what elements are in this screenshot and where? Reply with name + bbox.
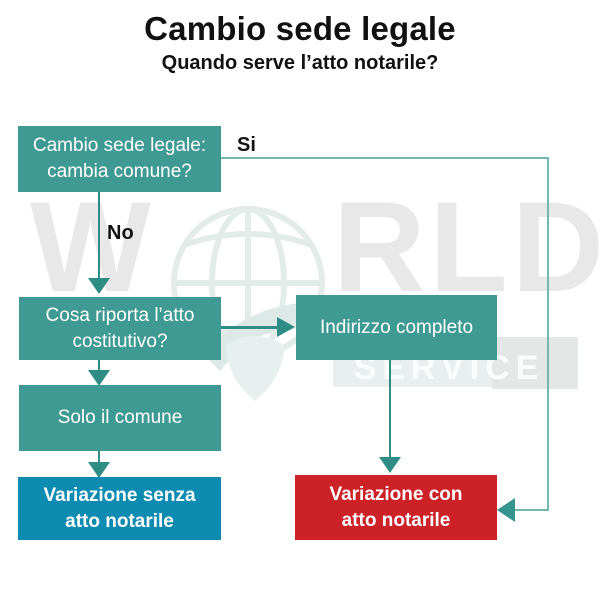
arrow-left-icon <box>497 498 515 522</box>
page-subtitle: Quando serve l’atto notarile? <box>161 52 439 74</box>
flowchart-node-atto-costitutivo: Cosa riporta l’atto costitutivo? <box>19 297 221 360</box>
arrow-down-icon <box>88 278 110 294</box>
edge-si-top-line <box>221 157 549 159</box>
arrow-right-icon <box>277 317 295 337</box>
edge-label-no: No <box>107 222 134 244</box>
edge-indirizzo-con-line <box>389 360 391 457</box>
watermark-ce-block <box>492 337 578 389</box>
flowchart-node-solo-comune: Solo il comune <box>19 385 221 451</box>
edge-atto-indirizzo-line <box>221 326 278 329</box>
edge-label-si: Si <box>237 134 256 156</box>
flowchart-node-indirizzo-completo: Indirizzo completo <box>296 295 497 360</box>
edge-no-line <box>98 192 100 278</box>
flowchart-node-variazione-senza: Variazione senza atto notarile <box>18 477 221 540</box>
page-title: Cambio sede legale <box>144 10 456 47</box>
arrow-down-icon <box>88 370 110 386</box>
edge-si-right-line <box>547 157 549 511</box>
watermark-letters-rld: RLD <box>333 176 600 319</box>
flowchart-node-variazione-con: Variazione con atto notarile <box>295 475 497 540</box>
arrow-down-icon <box>88 462 110 478</box>
edge-solo-senza-line <box>98 451 100 463</box>
check-pin-icon <box>204 303 298 401</box>
edge-si-bottom-line <box>513 509 549 511</box>
flowchart-node-cambia-comune: Cambio sede legale: cambia comune? <box>18 126 221 192</box>
arrow-down-icon <box>379 457 401 473</box>
edge-atto-solo-line <box>98 360 100 371</box>
